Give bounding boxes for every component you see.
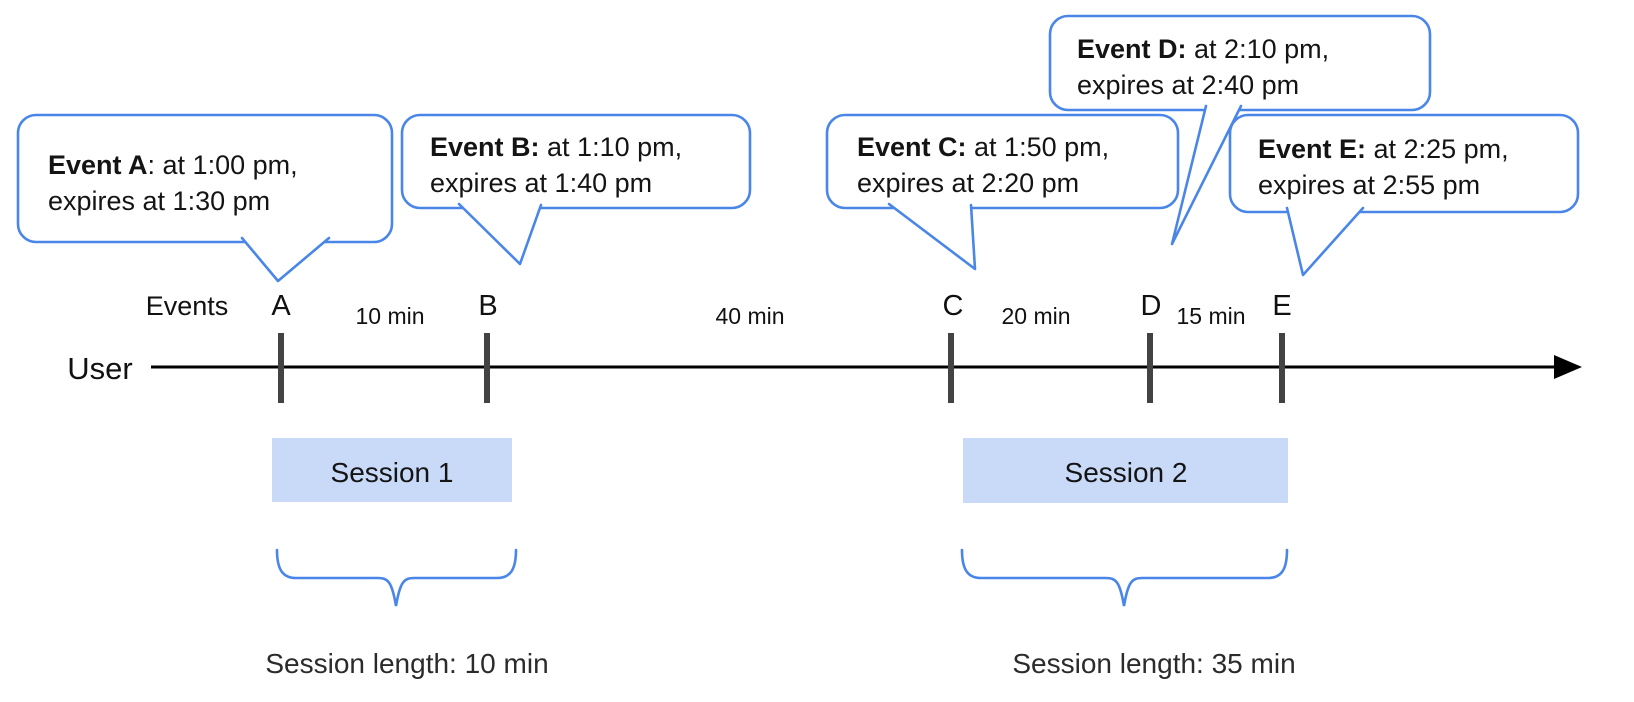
session-2-label: Session 2: [1065, 457, 1188, 488]
session-1: Session 1 Session length: 10 min: [265, 438, 549, 679]
arrowhead-icon: [1554, 355, 1582, 379]
event-c-text-line2: expires at 2:20 pm: [857, 168, 1079, 198]
interval-label-b-c: 40 min: [715, 303, 784, 329]
event-b-bubble-box: [400, 113, 752, 210]
tick-c: [948, 333, 954, 403]
timeline-axis: User Events: [67, 291, 1582, 386]
event-a-bubble-box: [16, 113, 394, 244]
event-a-bubble-tail: [240, 236, 331, 283]
user-axis-label: User: [67, 351, 132, 386]
event-a-text-line1: Event A: at 1:00 pm,: [48, 150, 298, 180]
tick-label-c: C: [943, 290, 964, 322]
tick-e: [1279, 333, 1285, 403]
session-1-length-label: Session length: 10 min: [265, 648, 548, 679]
event-b-bubble: Event B: at 1:10 pm, expires at 1:40 pm: [400, 113, 752, 266]
event-d-bubble-tail: [1170, 104, 1243, 246]
tick-label-b: B: [478, 290, 497, 322]
session-1-brace: [275, 548, 518, 607]
event-e-bubble-tail: [1285, 206, 1365, 277]
event-e-text-line2: expires at 2:55 pm: [1258, 170, 1480, 200]
event-a-text-line2: expires at 1:30 pm: [48, 186, 270, 216]
tick-b: [484, 333, 490, 403]
events-axis-label: Events: [146, 291, 229, 321]
interval-label-c-d: 20 min: [1001, 303, 1070, 329]
event-c-bubble-tail: [887, 202, 977, 271]
session-2-brace: [960, 548, 1289, 607]
tick-label-a: A: [271, 290, 291, 322]
session-2: Session 2 Session length: 35 min: [960, 438, 1296, 679]
session-1-box: [272, 438, 512, 502]
tick-d: [1147, 333, 1153, 403]
event-d-text-line1: Event D: at 2:10 pm,: [1077, 34, 1329, 64]
event-c-text-line1: Event C: at 1:50 pm,: [857, 132, 1109, 162]
interval-label-d-e: 15 min: [1176, 303, 1245, 329]
event-e-text-line1: Event E: at 2:25 pm,: [1258, 134, 1509, 164]
interval-label-a-b: 10 min: [355, 303, 424, 329]
tick-label-e: E: [1272, 290, 1291, 322]
event-e-bubble-box: [1228, 113, 1580, 214]
event-c-bubble-box: [825, 113, 1180, 210]
tick-a: [278, 333, 284, 403]
event-b-text-line1: Event B: at 1:10 pm,: [430, 132, 682, 162]
event-c-bubble: Event C: at 1:50 pm, expires at 2:20 pm: [825, 113, 1180, 271]
event-a-bubble: Event A: at 1:00 pm, expires at 1:30 pm: [16, 113, 394, 283]
session-2-box: [963, 438, 1288, 503]
event-b-text-line2: expires at 1:40 pm: [430, 168, 652, 198]
session-2-length-label: Session length: 35 min: [1012, 648, 1295, 679]
interval-labels: 10 min 40 min 20 min 15 min: [355, 303, 1245, 329]
tick-marks: A B C D E: [271, 290, 1292, 403]
tick-label-d: D: [1141, 290, 1162, 322]
session-1-label: Session 1: [331, 457, 454, 488]
event-d-text-line2: expires at 2:40 pm: [1077, 70, 1299, 100]
event-d-bubble: Event D: at 2:10 pm, expires at 2:40 pm: [1048, 14, 1432, 246]
event-b-bubble-tail: [457, 202, 543, 266]
event-e-bubble: Event E: at 2:25 pm, expires at 2:55 pm: [1228, 113, 1580, 277]
